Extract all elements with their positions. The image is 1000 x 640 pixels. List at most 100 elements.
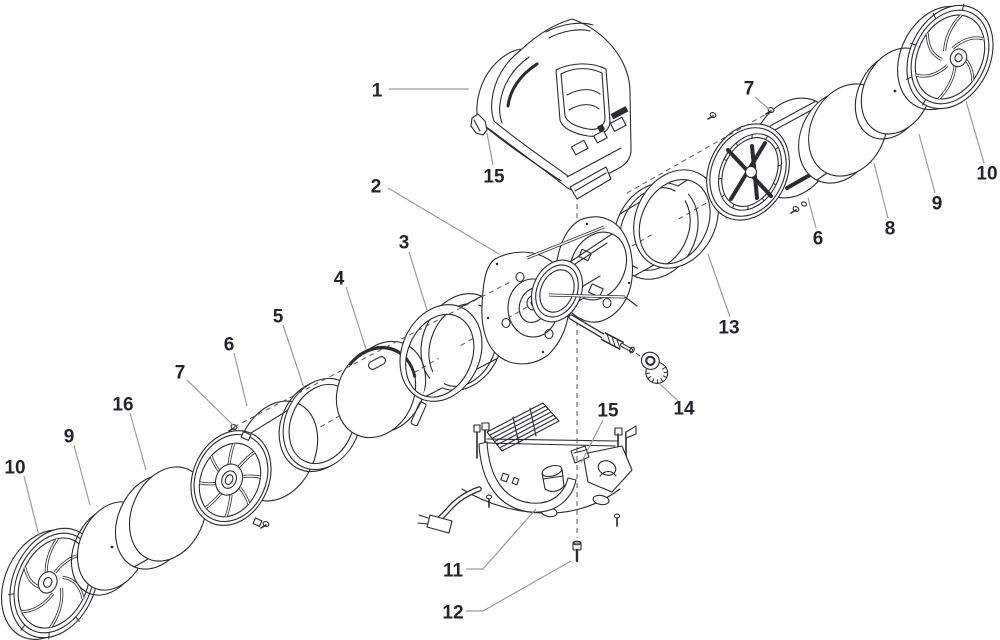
tick — [932, 12, 937, 20]
tie-rods — [526, 225, 638, 307]
housing-left — [190, 400, 319, 529]
tick — [905, 76, 913, 81]
power-cord — [417, 486, 482, 534]
tick — [48, 632, 50, 640]
tick — [662, 375, 667, 379]
retainer-clip-upper — [470, 113, 488, 136]
grille-rim-tabs — [905, 3, 965, 106]
callout-label: 13 — [718, 318, 739, 339]
leader-line — [873, 162, 889, 219]
callout-label: 15 — [597, 401, 619, 422]
tick — [663, 371, 668, 374]
leader-line — [466, 508, 537, 570]
spoke — [21, 593, 54, 613]
callout-label: 11 — [443, 561, 464, 582]
disc-slot — [368, 356, 386, 370]
leader-line — [345, 286, 367, 350]
screw-right-top-b — [765, 106, 775, 115]
spoke — [243, 475, 261, 479]
leader-line — [965, 100, 985, 164]
callout-label: 15 — [483, 167, 505, 188]
spoke — [225, 495, 232, 517]
filter-disc-left — [114, 466, 208, 570]
tick — [651, 378, 655, 383]
callout-label: 9 — [64, 427, 75, 448]
tick — [747, 205, 749, 210]
tick — [961, 3, 965, 11]
callout-label: 10 — [976, 164, 997, 185]
callout-label: 2 — [371, 177, 382, 198]
base-screw-right — [613, 513, 621, 527]
tick — [7, 593, 15, 596]
callout-label: 6 — [224, 335, 235, 356]
leader-line — [282, 324, 305, 389]
screw-centerline-left — [233, 280, 513, 428]
housing-right — [706, 97, 837, 221]
fan-grille-right — [897, 3, 994, 111]
tick — [732, 204, 735, 209]
cover-silhouette — [476, 18, 632, 191]
leader-line — [23, 475, 40, 537]
screw-left-bottom — [260, 521, 270, 529]
fan-grille-left — [0, 527, 99, 640]
leader-line — [73, 444, 91, 506]
callout-label: 4 — [334, 269, 345, 290]
tick — [921, 99, 927, 106]
knurled-nut — [640, 351, 669, 384]
cover-flange — [569, 166, 612, 200]
knurl-ridges — [645, 366, 668, 384]
leader-line — [918, 133, 936, 194]
base-cylinder — [541, 464, 565, 492]
leader-line — [659, 383, 679, 402]
screw-left-top — [228, 424, 238, 432]
callout-label: 5 — [273, 307, 284, 328]
tick — [645, 372, 650, 374]
spoke — [952, 37, 985, 49]
leader-line — [486, 132, 494, 166]
leader-line — [408, 251, 428, 311]
tick — [656, 379, 659, 384]
leader-line — [186, 379, 234, 426]
tick — [751, 134, 753, 139]
disc-edge-tab — [410, 401, 427, 427]
tick — [647, 375, 652, 379]
leader-line — [707, 253, 731, 318]
callout-label: 16 — [112, 395, 133, 416]
tick — [660, 378, 664, 382]
callout-label: 6 — [813, 229, 824, 250]
spoke — [238, 451, 255, 468]
leader-line — [807, 197, 817, 229]
screw-right-bottom — [790, 201, 807, 214]
spoke — [50, 587, 63, 628]
tick — [721, 193, 725, 198]
disc-center-mark — [110, 545, 114, 549]
tick — [723, 158, 727, 162]
leader-line — [580, 419, 604, 464]
callout-label: 8 — [885, 219, 896, 240]
callout-label: 7 — [175, 363, 186, 384]
tick — [775, 146, 779, 151]
spoke — [228, 443, 235, 465]
tick — [662, 366, 666, 370]
callout-label: 12 — [442, 603, 463, 624]
base-cradle — [417, 402, 637, 534]
spoke — [915, 65, 948, 77]
screw-right-top-a — [707, 111, 717, 120]
base-screw-left — [485, 494, 493, 508]
slotted-disc — [335, 340, 427, 439]
spoke — [62, 576, 84, 599]
callout-label: 10 — [4, 458, 25, 479]
housing-tab — [252, 517, 263, 527]
housing-bosses — [718, 134, 782, 210]
motor-front-rings — [530, 259, 584, 323]
tick — [778, 164, 782, 167]
motor-shaft — [568, 314, 635, 354]
tick — [735, 142, 739, 147]
motor-assembly — [481, 216, 647, 365]
callout-label: 7 — [744, 79, 755, 100]
callout-label: 14 — [673, 399, 695, 420]
spoke — [210, 455, 221, 473]
tick — [75, 616, 80, 622]
